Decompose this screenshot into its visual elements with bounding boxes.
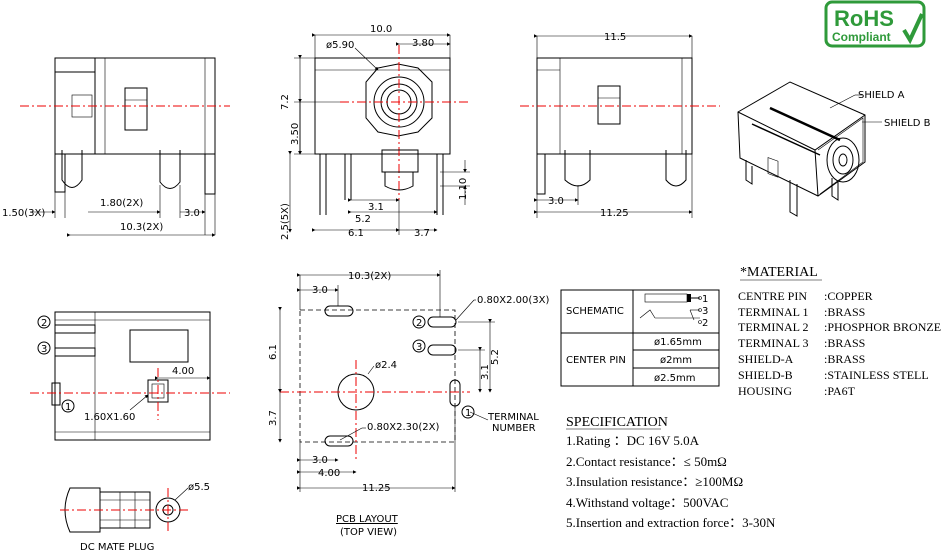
plug-diameter: ø5.5 (188, 482, 210, 493)
pin-size-3: ø2.5mm (654, 373, 696, 384)
pcb-dim-4-00: 4.00 (318, 468, 340, 479)
dim-diameter-5-90: ø5.90 (326, 40, 354, 51)
specification: SPECIFICATION 1.Rating ：DC 16V 5.0A 2.Co… (566, 415, 776, 530)
pcb-dim-11-25: 11.25 (362, 483, 391, 494)
pcb-pin-3: 3 (416, 342, 422, 353)
isometric-view: SHIELD A SHIELD B (737, 81, 931, 217)
spec-title: SPECIFICATION (566, 415, 668, 430)
material-value: :BRASS (824, 305, 865, 319)
pcb-dim-slot-3x: 0.80X2.00(3X) (477, 295, 549, 306)
dim-10-0: 10.0 (370, 24, 392, 35)
spec-item: 4.Withstand voltage：500VAC (566, 495, 728, 510)
material-list: *MATERIAL CENTRE PIN :COPPER TERMINAL 1 … (738, 265, 941, 398)
material-part: TERMINAL 1 (738, 305, 809, 319)
pcb-title: PCB LAYOUT (336, 514, 399, 525)
material-title: *MATERIAL (740, 265, 818, 280)
material-part: SHIELD-B (738, 368, 793, 382)
material-part: TERMINAL 2 (738, 320, 809, 334)
dim-3-80: 3.80 (412, 38, 434, 49)
dim-1-60: 1.60X1.60 (84, 412, 135, 423)
center-pin-label: CENTER PIN (566, 355, 626, 366)
number-label: NUMBER (492, 423, 536, 434)
dim-3-1: 3.1 (368, 202, 384, 213)
sch-pin-3: 3 (702, 306, 708, 317)
dim-11-5: 11.5 (604, 32, 626, 43)
dim-7-2: 7.2 (280, 94, 291, 110)
material-value: :PA6T (824, 384, 856, 398)
material-value: :COPPER (824, 289, 873, 303)
schematic-table: SCHEMATIC CENTER PIN 1 3 2 ø1.65mm ø2mm … (560, 289, 720, 387)
pcb-dim-3-0-bottom: 3.0 (312, 455, 328, 466)
spec-item: 3.Insulation resistance：≥100MΩ (566, 474, 743, 489)
dim-2-5: 2.5(5X) (280, 203, 291, 240)
pcb-subtitle: (TOP VIEW) (340, 527, 397, 538)
dim-1-50: 1.50(3X) (2, 208, 45, 219)
rohs-badge: RoHS Compliant (824, 0, 926, 48)
rohs-compliant-text: Compliant (832, 30, 891, 44)
material-value: :PHOSPHOR BRONZE (824, 320, 941, 334)
pcb-dim-diameter-2-4: ø2.4 (375, 360, 397, 371)
spec-item: 1.Rating ：DC 16V 5.0A (566, 433, 700, 448)
bottom-pin-1: 1 (65, 402, 71, 413)
material-part: TERMINAL 3 (738, 336, 809, 350)
bottom-pin-2: 2 (41, 318, 47, 329)
dim-1-10: 1.10 (458, 178, 469, 200)
material-value: :BRASS (824, 352, 865, 366)
shield-b-label: SHIELD B (884, 118, 931, 129)
material-part: SHIELD-A (738, 352, 794, 366)
dim-3-50: 3.50 (290, 123, 301, 145)
dim-11-25-top: 11.25 (600, 208, 629, 219)
pcb-dim-6-1: 6.1 (268, 344, 279, 360)
dim-3-0-top: 3.0 (548, 196, 564, 207)
material-part: HOUSING (738, 384, 792, 398)
terminal-label: TERMINAL (487, 412, 539, 423)
material-part: CENTRE PIN (738, 289, 807, 303)
dim-5-2: 5.2 (355, 214, 371, 225)
pcb-pin-1: 1 (465, 408, 471, 419)
front-view: 10.0 3.80 ø5.90 7.2 3.50 2.5(5X) 3.1 5.2… (280, 24, 470, 240)
spec-item: 5.Insertion and extraction force：3-30N (566, 515, 776, 530)
dim-10-3: 10.3(2X) (120, 222, 163, 233)
pcb-layout: 10.3(2X) 3.0 0.80X2.00(3X) 2 3 1 6.1 5.2… (268, 270, 549, 538)
pcb-dim-3-1: 3.1 (480, 364, 491, 380)
pcb-dim-5-2: 5.2 (490, 349, 501, 365)
pcb-dim-10-3: 10.3(2X) (348, 271, 391, 282)
dim-3-7: 3.7 (414, 228, 430, 239)
pcb-dim-slot-2x: 0.80X2.30(2X) (367, 422, 439, 433)
pcb-pin-2: 2 (416, 318, 422, 329)
dim-4-00-bottom: 4.00 (172, 366, 194, 377)
pcb-dim-3-7: 3.7 (268, 410, 279, 426)
top-view: 11.5 3.0 11.25 (520, 32, 720, 219)
spec-item: 2.Contact resistance：≤ 50mΩ (566, 454, 727, 469)
dim-6-1: 6.1 (348, 228, 364, 239)
pcb-dim-3-0-top: 3.0 (312, 285, 328, 296)
bottom-pin-3: 3 (41, 344, 47, 355)
dim-1-80: 1.80(2X) (100, 198, 143, 209)
bottom-view: 2 3 1 4.00 1.60X1.60 (30, 311, 230, 441)
material-value: :BRASS (824, 336, 865, 350)
checkmark-icon (902, 13, 924, 45)
pin-size-1: ø1.65mm (654, 337, 702, 348)
material-value: :STAINLESS STELL (824, 368, 929, 382)
sch-pin-1: 1 (702, 294, 708, 305)
jack-schematic-symbol (639, 293, 702, 324)
sch-pin-2: 2 (702, 318, 708, 329)
pin-size-2: ø2mm (660, 355, 692, 366)
shield-a-label: SHIELD A (858, 90, 905, 101)
schematic-label: SCHEMATIC (566, 306, 624, 317)
dc-mate-plug: ø5.5 DC MATE PLUG (60, 482, 210, 552)
rohs-text: RoHS (834, 6, 894, 31)
dim-3-0: 3.0 (184, 208, 200, 219)
plug-label: DC MATE PLUG (80, 542, 154, 552)
side-view: 1.50(3X) 1.80(2X) 3.0 10.3(2X) (2, 57, 230, 237)
